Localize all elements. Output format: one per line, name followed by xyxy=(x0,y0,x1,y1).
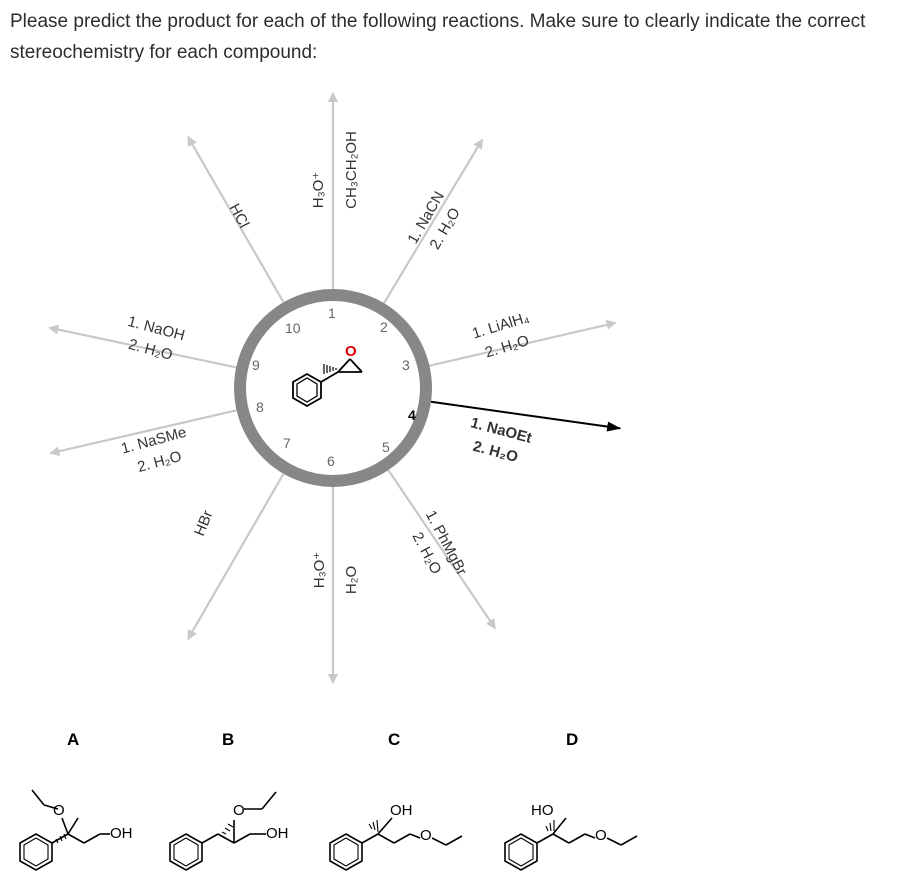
reagent-line-p11-1: HCl xyxy=(226,201,253,231)
position-numbers: 1 2 3 4 5 6 7 8 9 10 xyxy=(252,305,416,469)
arrow-p10 xyxy=(48,324,237,369)
question-line-1: Please predict the product for each of t… xyxy=(10,11,866,32)
position-number-p2: 2 xyxy=(380,319,388,335)
position-number-p10: 10 xyxy=(285,320,301,336)
choice-d-ether-oxygen: O xyxy=(595,827,607,844)
position-number-p9: 9 xyxy=(252,357,260,373)
reagent-line-p8-1: HBr xyxy=(191,508,216,538)
position-number-p1: 1 xyxy=(328,305,336,321)
question-text: Please predict the product for each of t… xyxy=(10,6,905,68)
arrow-p2 xyxy=(383,138,484,304)
reagent-line-p6-1: H₂O xyxy=(343,566,360,594)
arrow-p4 xyxy=(430,400,622,432)
arrow-p8 xyxy=(187,473,285,641)
arrow-p3 xyxy=(429,319,617,367)
choice-letter-d: D xyxy=(566,730,578,749)
reagent-line-p7-1: H₃O⁺ xyxy=(311,552,328,589)
position-number-p4: 4 xyxy=(408,407,416,423)
wheel-ring xyxy=(234,289,432,487)
reagent-line-p1-1: CH₃CH₂OH xyxy=(343,131,360,209)
reagent-label-p6[interactable]: H₂O xyxy=(343,566,360,594)
question-line-2: stereochemistry for each compound: xyxy=(10,42,318,63)
starting-material-epoxide: O xyxy=(292,343,363,408)
choice-a-hydroxyl: OH xyxy=(110,825,133,842)
reagent-label-p12[interactable]: H₃O⁺ xyxy=(310,172,327,209)
choice-b-ether-oxygen: O xyxy=(233,802,245,819)
arrow-p5 xyxy=(387,469,497,630)
choice-d-structure[interactable]: HO O xyxy=(504,802,638,871)
reaction-arrows xyxy=(48,92,622,684)
choice-letter-a: A xyxy=(67,730,79,749)
choice-a-ether-oxygen: O xyxy=(53,802,65,819)
reagent-label-p11[interactable]: HCl xyxy=(226,201,253,231)
position-number-p3: 3 xyxy=(402,357,410,373)
choice-letter-c: C xyxy=(388,730,400,749)
choice-a-structure[interactable]: O OH xyxy=(19,789,133,871)
choice-b-structure[interactable]: O OH xyxy=(169,791,289,871)
reagent-label-p7[interactable]: H₃O⁺ xyxy=(311,552,328,589)
choice-letter-b: B xyxy=(222,730,234,749)
arrow-p11 xyxy=(187,135,285,303)
reagent-label-p8[interactable]: HBr xyxy=(191,508,216,538)
choice-d-hydroxyl: HO xyxy=(531,802,554,819)
choice-c-ether-oxygen: O xyxy=(420,827,432,844)
choice-b-hydroxyl: OH xyxy=(266,825,289,842)
choice-c-hydroxyl: OH xyxy=(390,802,413,819)
position-number-p7: 7 xyxy=(283,435,291,451)
epoxide-oxygen: O xyxy=(345,343,357,360)
position-number-p5: 5 xyxy=(382,439,390,455)
reagent-line-p12-1: H₃O⁺ xyxy=(310,172,327,209)
arrow-p9 xyxy=(49,409,237,457)
position-number-p6: 6 xyxy=(327,453,335,469)
reagent-label-p1[interactable]: CH₃CH₂OH xyxy=(343,131,360,209)
position-number-p8: 8 xyxy=(256,399,264,415)
choice-c-structure[interactable]: OH O xyxy=(329,802,463,871)
